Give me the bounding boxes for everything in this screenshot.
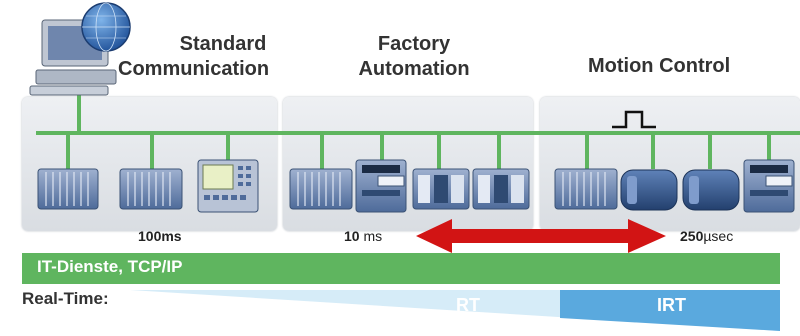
realtime-wedge-irt [560,290,780,331]
heading-factory-line2: Automation [358,58,470,80]
controller-display-icon [743,159,795,213]
irt-label: IRT [657,295,686,315]
services-label: IT-Dienste, TCP/IP [37,257,183,276]
rt-label: RT [456,295,480,315]
plc-rack-icon [289,168,353,210]
timing-motion-unit: µsec [703,228,734,244]
device-drops [66,133,771,171]
heading-automation: Automation [354,58,474,80]
clock-pulse-icon [612,110,656,129]
plc-rack-icon [119,168,183,210]
timing-factory-unit: ms [363,228,383,244]
double-arrow-icon [416,219,666,253]
timing-standard: 100ms [138,228,182,244]
plc-rack-icon [554,168,618,210]
timing-motion-value: 250 [680,228,704,244]
network-bus [36,131,800,135]
globe-icon [81,2,131,52]
heading-standard-line1: Standard [179,33,267,55]
heading-motion-control: Motion Control [588,55,731,77]
heading-standard-line2: Communication [118,58,270,80]
io-module-icon [472,168,530,210]
heading-standard: Standard [148,33,298,55]
heading-communication: Communication [118,58,269,80]
servo-drive-icon [682,169,740,211]
heading-factory: Factory [354,33,474,55]
timing-factory: 10 ms [344,228,382,244]
controller-display-icon [355,159,407,213]
timing-standard-value: 100ms [138,228,182,244]
realtime-label: Real-Time: [22,289,109,308]
services-bar [22,253,780,284]
computer-drop [77,92,81,133]
timing-motion: 250µsec [680,228,733,244]
plc-rack-icon [37,168,99,210]
heading-factory-line1: Factory [377,33,451,55]
timing-factory-value: 10 [344,228,360,244]
operator-panel-icon [197,159,259,213]
servo-drive-icon [620,169,678,211]
io-module-icon [412,168,470,210]
